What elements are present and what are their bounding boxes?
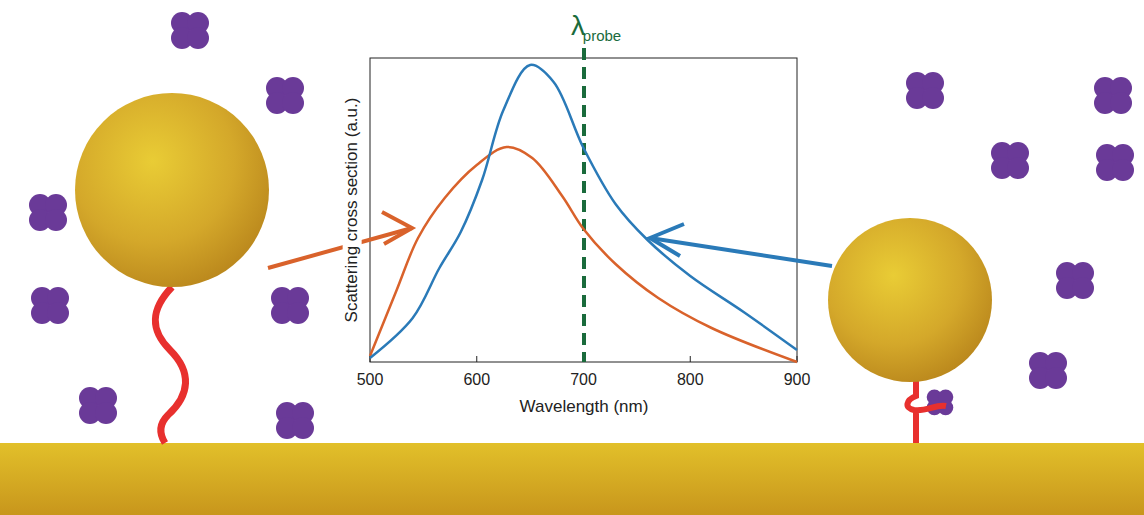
- protein-lobe: [187, 27, 209, 49]
- gold-nanoparticle-left: [75, 93, 269, 287]
- protein-lobe: [95, 402, 117, 424]
- protein: [276, 402, 314, 439]
- protein-lobe: [1045, 367, 1067, 389]
- protein: [991, 142, 1029, 179]
- protein-lobe: [45, 209, 67, 231]
- x-axis-title: Wavelength (nm): [520, 398, 649, 417]
- protein-lobe: [47, 302, 69, 324]
- protein-lobe: [282, 92, 304, 114]
- gold-substrate: [0, 443, 1144, 515]
- protein: [266, 77, 304, 114]
- tick-label: 600: [463, 371, 490, 389]
- protein-lobe: [292, 417, 314, 439]
- tick-label: 900: [784, 371, 811, 389]
- spectrum-unbound: [370, 147, 797, 362]
- tick-label: 800: [677, 371, 704, 389]
- probe-subscript: probe: [583, 28, 621, 45]
- y-axis-title: Scattering cross section (a.u.): [343, 95, 362, 326]
- tether-extended: [155, 287, 185, 443]
- protein: [171, 12, 209, 49]
- tether-bound: [907, 380, 946, 443]
- protein: [927, 389, 954, 415]
- protein-lobe: [1112, 159, 1134, 181]
- protein: [1029, 352, 1067, 389]
- protein-lobe: [1007, 157, 1029, 179]
- gold-nanoparticle-right: [828, 218, 992, 382]
- protein: [1056, 262, 1094, 299]
- probe-line: [582, 48, 586, 362]
- arrowhead-orange: [382, 212, 412, 244]
- tick: [476, 356, 477, 362]
- protein-lobe: [1072, 277, 1094, 299]
- protein-lobe: [287, 302, 309, 324]
- protein: [271, 287, 309, 324]
- arrowhead-blue: [650, 224, 684, 256]
- protein: [79, 387, 117, 424]
- protein-lobe: [1110, 92, 1132, 114]
- protein: [31, 287, 69, 324]
- tick-label: 500: [357, 371, 384, 389]
- protein: [906, 72, 944, 109]
- arrow-blue: [650, 238, 832, 266]
- tick: [690, 356, 691, 362]
- spectrum-bound: [370, 65, 797, 358]
- arrow-orange: [268, 228, 412, 268]
- tick-label: 700: [570, 371, 597, 389]
- protein: [29, 194, 67, 231]
- protein: [1094, 77, 1132, 114]
- protein: [1096, 144, 1134, 181]
- protein-clusters: [29, 12, 1134, 439]
- spectra: [370, 65, 797, 362]
- protein-lobe: [922, 87, 944, 109]
